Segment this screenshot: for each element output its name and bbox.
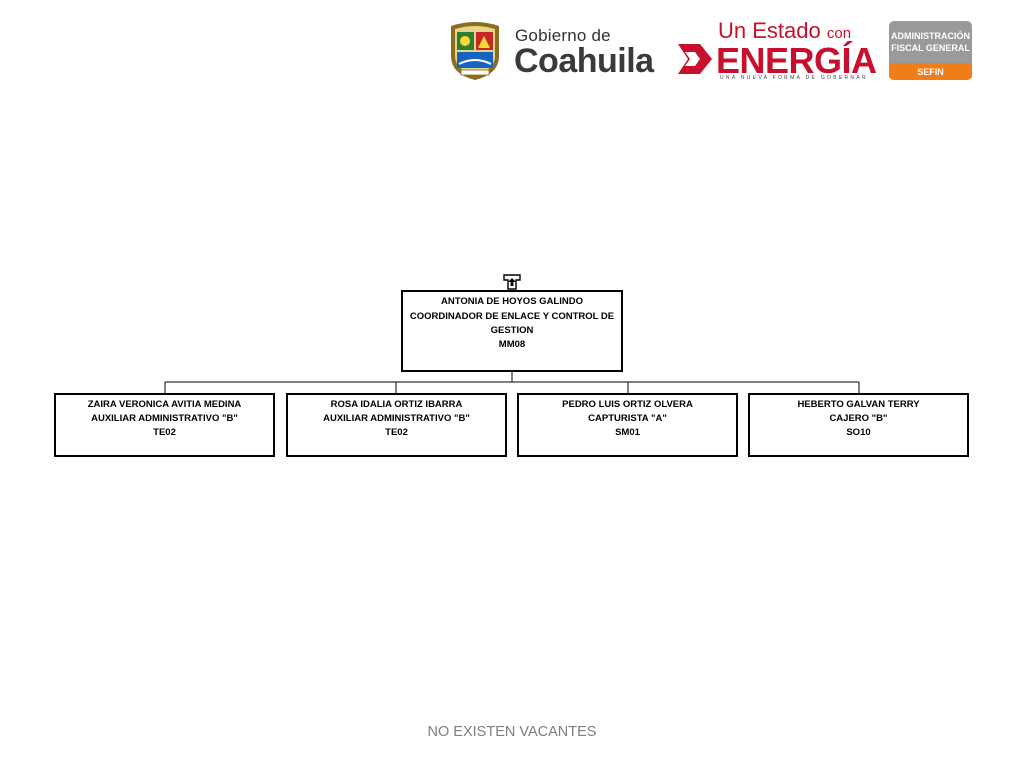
node-code: TE02 [153, 427, 176, 438]
sefin-line1: ADMINISTRACIÓN [891, 31, 970, 41]
node-code: SO10 [846, 427, 871, 438]
energia-line2: ENERGÍA [716, 40, 877, 81]
node-title: AUXILIAR ADMINISTRATIVO "B" [91, 413, 238, 424]
energia-line1-small: con [826, 25, 852, 42]
org-node-child-4[interactable]: HEBERTO GALVAN TERRY CAJERO "B" SO10 [748, 393, 969, 457]
gobierno-coahuila-logo: Gobierno de Coahuila [447, 20, 654, 82]
estado-energia-logo: Un Estado con ENERGÍA UNA NUEVA FORMA DE… [676, 18, 877, 84]
go-up-arrow-icon[interactable] [503, 274, 521, 290]
node-name: ANTONIA DE HOYOS GALINDO [441, 296, 583, 307]
sefin-top-band: ADMINISTRACIÓN FISCAL GENERAL [889, 21, 972, 63]
coahuila-shield-icon [451, 22, 499, 80]
sefin-logo: ADMINISTRACIÓN FISCAL GENERAL SEFIN [889, 21, 972, 80]
sefin-line2: FISCAL GENERAL [891, 43, 970, 53]
coahuila-line1: Gobierno de [515, 26, 611, 45]
sefin-line3: SEFIN [889, 63, 972, 80]
coahuila-line2: Coahuila [514, 42, 654, 80]
energia-line1-main: Un Estado [718, 18, 821, 43]
node-title: CAPTURISTA "A" [588, 413, 667, 424]
org-node-head[interactable]: ANTONIA DE HOYOS GALINDO COORDINADOR DE … [401, 290, 623, 372]
node-title: AUXILIAR ADMINISTRATIVO "B" [323, 413, 470, 424]
node-name: HEBERTO GALVAN TERRY [797, 399, 920, 410]
node-code: TE02 [385, 427, 408, 438]
energia-line1: Un Estado con [718, 18, 851, 44]
vacancies-note: NO EXISTEN VACANTES [427, 724, 597, 740]
node-name: ZAIRA VERONICA AVITIA MEDINA [87, 399, 242, 410]
node-code: MM08 [498, 339, 526, 350]
org-node-child-2[interactable]: ROSA IDALIA ORTIZ IBARRA AUXILIAR ADMINI… [286, 393, 507, 457]
node-title: COORDINADOR DE ENLACE Y CONTROL DE GESTI… [409, 311, 615, 336]
org-node-child-1[interactable]: ZAIRA VERONICA AVITIA MEDINA AUXILIAR AD… [54, 393, 275, 457]
node-name: ROSA IDALIA ORTIZ IBARRA [330, 399, 463, 410]
node-name: PEDRO LUIS ORTIZ OLVERA [562, 399, 693, 410]
org-node-child-3[interactable]: PEDRO LUIS ORTIZ OLVERA CAPTURISTA "A" S… [517, 393, 738, 457]
energia-tagline: UNA NUEVA FORMA DE GOBERNAR [720, 75, 868, 81]
energia-arrow-icon [678, 44, 712, 74]
node-code: SM01 [615, 427, 640, 438]
node-title: CAJERO "B" [829, 413, 888, 424]
